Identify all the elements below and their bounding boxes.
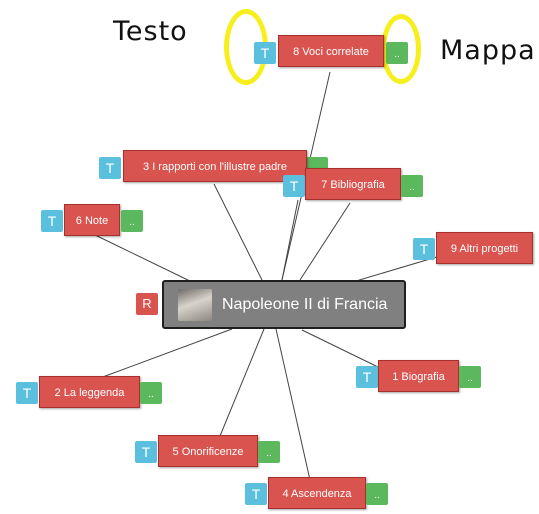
node-7-bibliografia[interactable]: 7 Bibliografia (305, 168, 401, 200)
map-button[interactable]: .. (140, 382, 162, 404)
map-button[interactable]: .. (401, 175, 423, 197)
connector-line (213, 183, 263, 281)
central-topic-node[interactable]: Napoleone II di Francia (162, 280, 406, 329)
portrait-thumbnail (178, 289, 212, 321)
node-6-note[interactable]: 6 Note (64, 204, 120, 236)
text-button[interactable]: T (356, 366, 378, 388)
connector-line (345, 255, 441, 285)
connector-line (301, 329, 379, 368)
map-button[interactable]: .. (121, 210, 143, 232)
handwritten-mappa-label: Mappa (440, 35, 536, 66)
connector-line (299, 202, 351, 281)
handwritten-testo-label: Testo (113, 16, 188, 47)
map-button[interactable]: .. (258, 441, 280, 463)
text-button[interactable]: T (41, 210, 63, 232)
node-1-biografia[interactable]: 1 Biografia (378, 360, 459, 392)
text-button[interactable]: T (283, 175, 305, 197)
map-button[interactable]: .. (366, 483, 388, 505)
text-button[interactable]: T (135, 441, 157, 463)
node-3-rapporti-padre[interactable]: 3 I rapporti con l'illustre padre (123, 150, 307, 182)
central-topic-title: Napoleone II di Francia (222, 296, 388, 313)
node-5-onorificenze[interactable]: 5 Onorificenze (158, 435, 258, 467)
text-button[interactable]: T (245, 483, 267, 505)
map-button[interactable]: .. (459, 366, 481, 388)
connector-line (99, 328, 233, 379)
text-button[interactable]: T (254, 42, 276, 64)
node-4-ascendenza[interactable]: 4 Ascendenza (268, 477, 366, 509)
root-button[interactable]: R (136, 293, 158, 315)
connector-line (275, 328, 311, 481)
node-9-altri-progetti[interactable]: 9 Altri progetti (436, 232, 533, 264)
connector-line (219, 328, 265, 437)
text-button[interactable]: T (99, 157, 121, 179)
text-button[interactable]: T (16, 382, 38, 404)
connector-line (94, 234, 193, 283)
node-8-voci-correlate[interactable]: 8 Voci correlate (278, 35, 384, 67)
text-button[interactable]: T (413, 238, 435, 260)
map-button[interactable]: .. (386, 42, 408, 64)
connector-line (281, 199, 299, 281)
node-2-la-leggenda[interactable]: 2 La leggenda (39, 376, 140, 408)
